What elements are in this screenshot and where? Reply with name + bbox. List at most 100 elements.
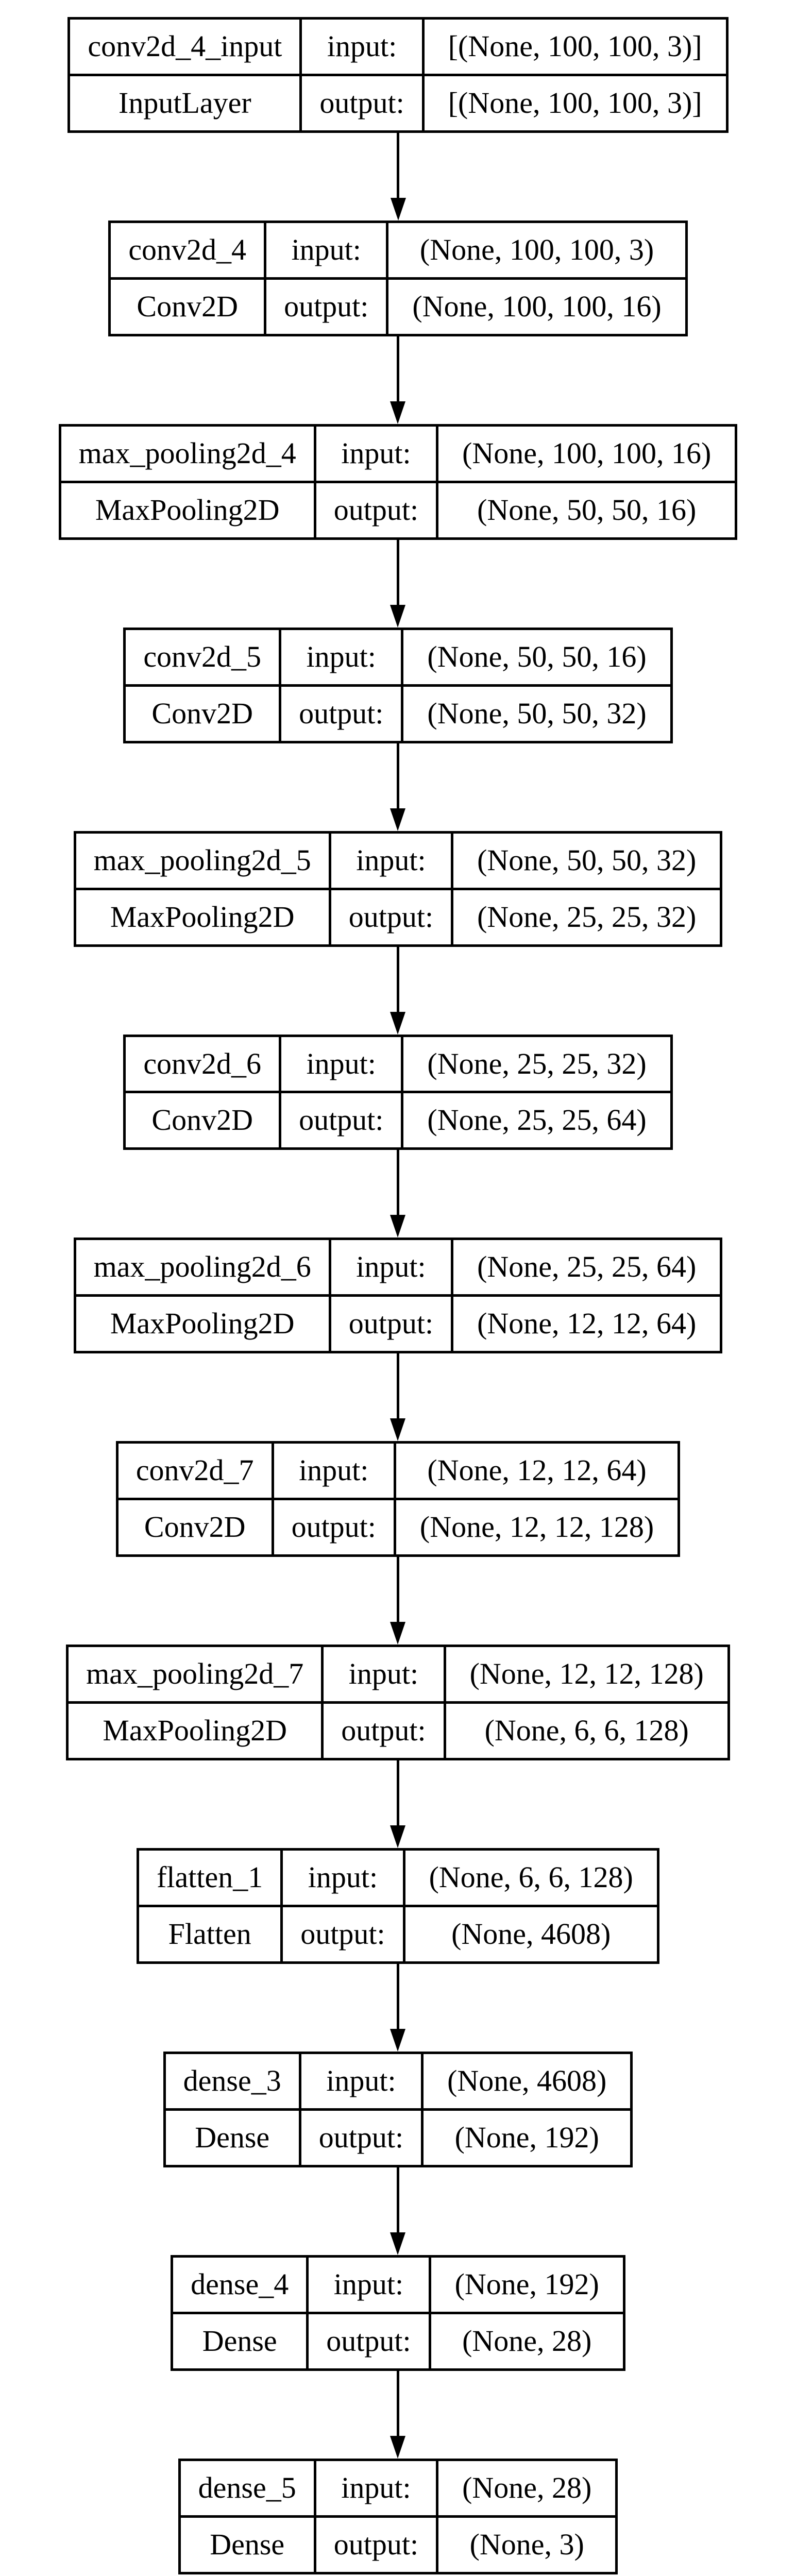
arrowhead-icon [390,2029,406,2052]
layer-name: conv2d_5 [123,627,282,687]
layer-node-group: max_pooling2d_7 input: (None, 12, 12, 12… [66,1645,730,1849]
arrow-line [396,539,399,605]
layer-name: flatten_1 [137,1848,283,1908]
output-shape-value: (None, 6, 6, 128) [443,1701,730,1761]
arrow-line [396,1760,399,1826]
layer-type: Conv2D [115,1498,274,1557]
input-label: input: [313,423,439,483]
layer-node: flatten_1 input: (None, 6, 6, 128) Flatt… [137,1848,659,1964]
layer-type: Flatten [137,1905,283,1964]
arrowhead-icon [390,2232,406,2255]
layer-node: max_pooling2d_7 input: (None, 12, 12, 12… [66,1645,730,1761]
layer-name: conv2d_7 [115,1441,274,1501]
layer-name: conv2d_4_input [67,17,302,76]
connector-arrow [390,2370,406,2459]
input-shape-value: (None, 100, 100, 3) [386,220,688,280]
input-label: input: [299,17,425,76]
layer-node-group: max_pooling2d_4 input: (None, 100, 100, … [58,423,738,628]
arrowhead-icon [390,808,406,831]
input-label: input: [328,1238,454,1297]
output-shape-value: (None, 50, 50, 16) [436,480,738,540]
layer-node-group: dense_4 input: (None, 192) Dense output:… [171,2255,625,2459]
input-shape-value: (None, 50, 50, 16) [401,627,673,687]
output-shape-value: (None, 25, 25, 32) [451,887,723,947]
input-shape-value: (None, 6, 6, 128) [402,1848,659,1908]
layer-name: max_pooling2d_7 [66,1645,324,1704]
layer-name: max_pooling2d_5 [73,831,331,890]
input-shape-value: (None, 25, 25, 32) [401,1034,673,1094]
connector-arrow [390,743,406,831]
layer-node: conv2d_7 input: (None, 12, 12, 64) Conv2… [115,1441,681,1557]
output-label: output: [306,2311,431,2371]
arrow-line [396,743,399,808]
input-label: input: [280,1848,405,1908]
connector-arrow [390,946,406,1035]
input-shape-value: (None, 50, 50, 32) [451,831,723,890]
input-shape-value: (None, 25, 25, 64) [451,1238,723,1297]
arrow-line [396,2370,399,2436]
input-label: input: [279,1034,404,1094]
arrow-line [396,2167,399,2232]
layer-node-group: max_pooling2d_6 input: (None, 25, 25, 64… [73,1238,723,1442]
arrow-line [396,946,399,1012]
connector-arrow [390,1150,406,1238]
layer-name: dense_3 [163,2052,301,2111]
output-label: output: [328,1294,454,1354]
output-label: output: [328,887,454,947]
layer-type: MaxPooling2D [73,887,331,947]
input-shape-value: (None, 100, 100, 16) [436,423,738,483]
arrow-line [396,336,399,401]
input-label: input: [279,627,404,687]
layer-type: Conv2D [123,1091,282,1150]
arrow-line [396,1353,399,1419]
layer-type: Dense [178,2515,316,2574]
layer-type: Dense [163,2108,301,2167]
output-shape-value: (None, 12, 12, 128) [393,1498,681,1557]
input-label: input: [321,1645,446,1704]
output-label: output: [299,73,425,133]
arrowhead-icon [390,1418,406,1442]
layer-type: MaxPooling2D [58,480,316,540]
arrowhead-icon [390,1215,406,1238]
output-shape-value: (None, 192) [421,2108,633,2167]
layer-name: conv2d_6 [123,1034,282,1094]
output-label: output: [280,1905,405,1964]
layer-node-group: conv2d_4 input: (None, 100, 100, 3) Conv… [108,220,688,424]
output-label: output: [279,684,404,743]
connector-arrow [390,1964,406,2052]
layer-node: max_pooling2d_5 input: (None, 50, 50, 32… [73,831,723,947]
input-label: input: [313,2458,439,2518]
output-label: output: [279,1091,404,1150]
layer-name: max_pooling2d_6 [73,1238,331,1297]
input-shape-value: [(None, 100, 100, 3)] [421,17,729,76]
layer-node: conv2d_5 input: (None, 50, 50, 16) Conv2… [123,627,673,743]
input-shape-value: (None, 4608) [421,2052,633,2111]
layer-node: conv2d_4 input: (None, 100, 100, 3) Conv… [108,220,688,336]
layer-node: conv2d_4_input input: [(None, 100, 100, … [67,17,729,133]
arrow-line [397,132,399,198]
output-shape-value: (None, 12, 12, 64) [451,1294,723,1354]
layer-node: dense_4 input: (None, 192) Dense output:… [171,2255,625,2371]
layer-type: Dense [171,2311,309,2371]
input-label: input: [298,2052,424,2111]
input-label: input: [306,2255,431,2314]
connector-arrow [390,1353,406,1442]
output-label: output: [321,1701,446,1761]
layer-type: MaxPooling2D [73,1294,331,1354]
connector-arrow [390,539,406,628]
output-shape-value: (None, 50, 50, 32) [401,684,673,743]
layer-name: conv2d_4 [108,220,267,280]
arrowhead-icon [390,2435,406,2459]
layer-name: dense_4 [171,2255,309,2314]
output-shape-value: [(None, 100, 100, 3)] [421,73,729,133]
output-shape-value: (None, 3) [436,2515,618,2574]
layer-type: InputLayer [67,73,302,133]
input-shape-value: (None, 12, 12, 64) [393,1441,681,1501]
arrowhead-icon [390,1825,406,1849]
output-label: output: [298,2108,424,2167]
layer-node: dense_5 input: (None, 28) Dense output: … [178,2458,618,2574]
output-label: output: [271,1498,396,1557]
arrowhead-icon [390,197,406,221]
output-label: output: [313,480,439,540]
